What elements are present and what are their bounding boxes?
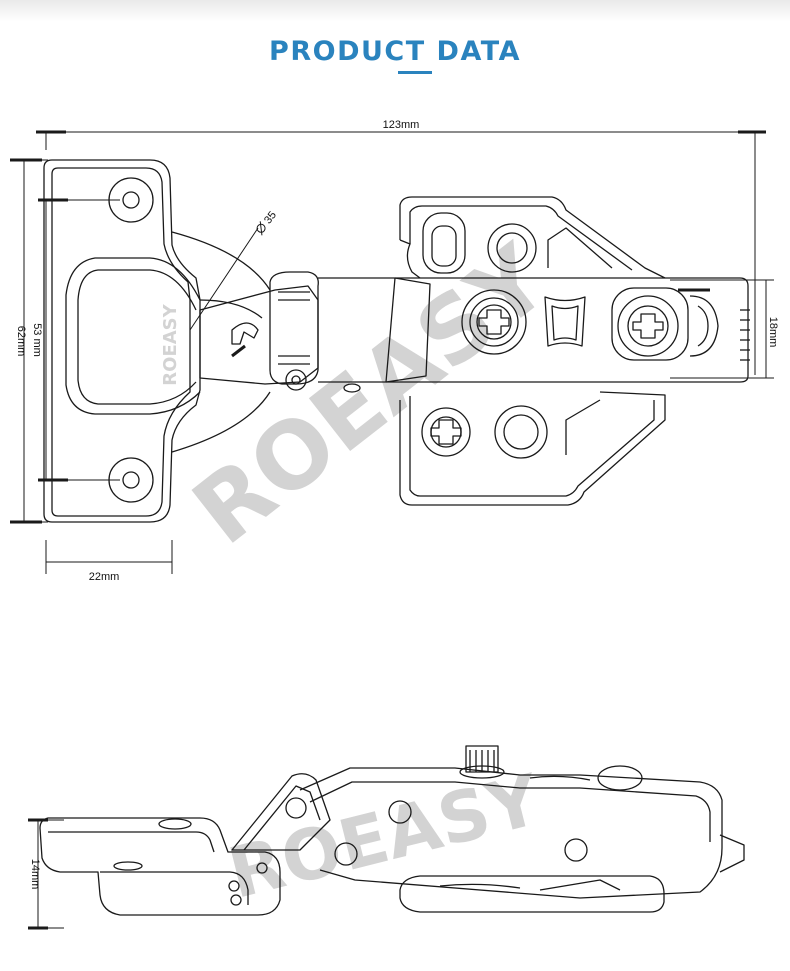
title-underline bbox=[398, 71, 432, 74]
page-title: PRODUCT DATA bbox=[269, 36, 521, 67]
hinge-arm bbox=[318, 277, 749, 383]
base-slot-1 bbox=[422, 212, 466, 274]
hinge-top-view bbox=[43, 159, 750, 523]
arm-screw-left bbox=[461, 289, 527, 355]
cup-inner bbox=[65, 257, 201, 415]
base-hole-2 bbox=[494, 405, 548, 459]
top-shadow bbox=[0, 0, 790, 22]
base-plate-lower bbox=[399, 391, 666, 506]
cup-plate bbox=[43, 159, 201, 523]
dimension-lines bbox=[10, 130, 774, 574]
arm-slot bbox=[544, 296, 586, 347]
dim-cup-diameter: 35 bbox=[262, 209, 279, 226]
dim-height: 62mm bbox=[15, 326, 27, 357]
dim-hole-spacing: 53 mm bbox=[31, 323, 43, 357]
side-arm bbox=[299, 767, 723, 899]
watermark-small-text: ROEASY bbox=[160, 303, 181, 385]
dim-overall-length: 123mm bbox=[383, 119, 420, 131]
side-dimension-lines bbox=[28, 818, 64, 930]
dim-cup-offset: 22mm bbox=[89, 571, 120, 583]
arm-screw-right-housing bbox=[611, 287, 689, 361]
side-cup-plate bbox=[39, 817, 281, 916]
dim-arm-width: 18mm bbox=[767, 317, 779, 348]
cup-diameter-label: 35 bbox=[256, 209, 279, 236]
hinge-side-view bbox=[39, 745, 745, 916]
watermark-text: ROEASY bbox=[174, 224, 569, 565]
side-link bbox=[231, 773, 331, 851]
base-plate-upper bbox=[399, 196, 666, 279]
watermark-top: ROEASY ROEASY bbox=[160, 224, 569, 565]
cup-arc bbox=[171, 231, 271, 291]
base-screw bbox=[421, 407, 471, 457]
side-base-plate bbox=[399, 875, 665, 913]
dim-side-height: 14mm bbox=[29, 859, 41, 890]
base-hole-1 bbox=[487, 223, 537, 273]
arm-screw-right bbox=[617, 295, 679, 357]
